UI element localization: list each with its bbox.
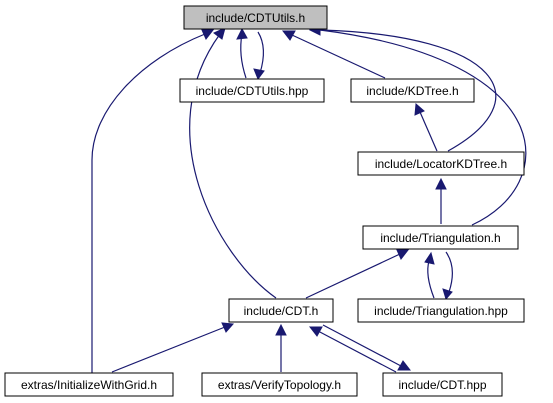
edge-triangulation-hpp-to-triangulation-h	[424, 251, 435, 299]
edge-initializewithgrid-h-to-cdtutils-h	[91, 29, 215, 373]
node-label: include/LocatorKDTree.h	[375, 157, 507, 171]
node-label: extras/InitializeWithGrid.h	[21, 378, 157, 392]
edge-cdt-hpp-to-cdt-h	[308, 326, 397, 373]
edge-triangulation-h-to-cdtutils-h	[309, 23, 527, 226]
node-label: include/CDT.hpp	[398, 378, 486, 392]
edge-cdt-h-to-triangulation-h	[305, 249, 410, 299]
node-locatorkdtree-h[interactable]: include/LocatorKDTree.h	[357, 151, 525, 176]
node-kdtree-h[interactable]: include/KDTree.h	[350, 78, 475, 103]
node-triangulation-hpp[interactable]: include/Triangulation.hpp	[357, 298, 525, 323]
node-label: include/CDTUtils.hpp	[196, 84, 309, 98]
edge-kdtree-h-to-cdtutils-h	[281, 30, 386, 79]
edge-cdtutils-h-to-cdtutils-hpp	[253, 31, 265, 81]
node-cdtutils-hpp[interactable]: include/CDTUtils.hpp	[179, 78, 325, 103]
edge-initializewithgrid-h-to-cdt-h	[111, 322, 235, 373]
edge-cdtutils-hpp-to-cdtutils-h	[236, 27, 248, 79]
node-cdt-hpp[interactable]: include/CDT.hpp	[382, 372, 503, 397]
node-label: include/Triangulation.h	[380, 231, 500, 245]
node-initializewithgrid-h[interactable]: extras/InitializeWithGrid.h	[4, 372, 174, 397]
edge-cdt-h-to-cdtutils-h	[189, 27, 277, 299]
node-label: include/KDTree.h	[366, 84, 458, 98]
node-label: include/Triangulation.hpp	[374, 304, 508, 318]
edge-locatorkdtree-h-to-kdtree-h	[414, 102, 438, 152]
edge-triangulation-h-to-triangulation-hpp	[442, 251, 453, 301]
node-cdtutils-h[interactable]: include/CDTUtils.h	[183, 5, 328, 30]
node-triangulation-h[interactable]: include/Triangulation.h	[362, 225, 519, 250]
node-verifytopology-h[interactable]: extras/VerifyTopology.h	[201, 372, 358, 397]
edge-triangulation-h-to-locatorkdtree-h	[435, 177, 447, 224]
edge-cdt-h-to-cdt-hpp	[322, 324, 412, 371]
node-label: include/CDTUtils.h	[206, 11, 305, 25]
node-label: include/CDT.h	[244, 304, 319, 318]
node-cdt-h[interactable]: include/CDT.h	[228, 298, 334, 323]
edge-verifytopology-h-to-cdt-h	[275, 323, 287, 372]
node-label: extras/VerifyTopology.h	[218, 378, 341, 392]
